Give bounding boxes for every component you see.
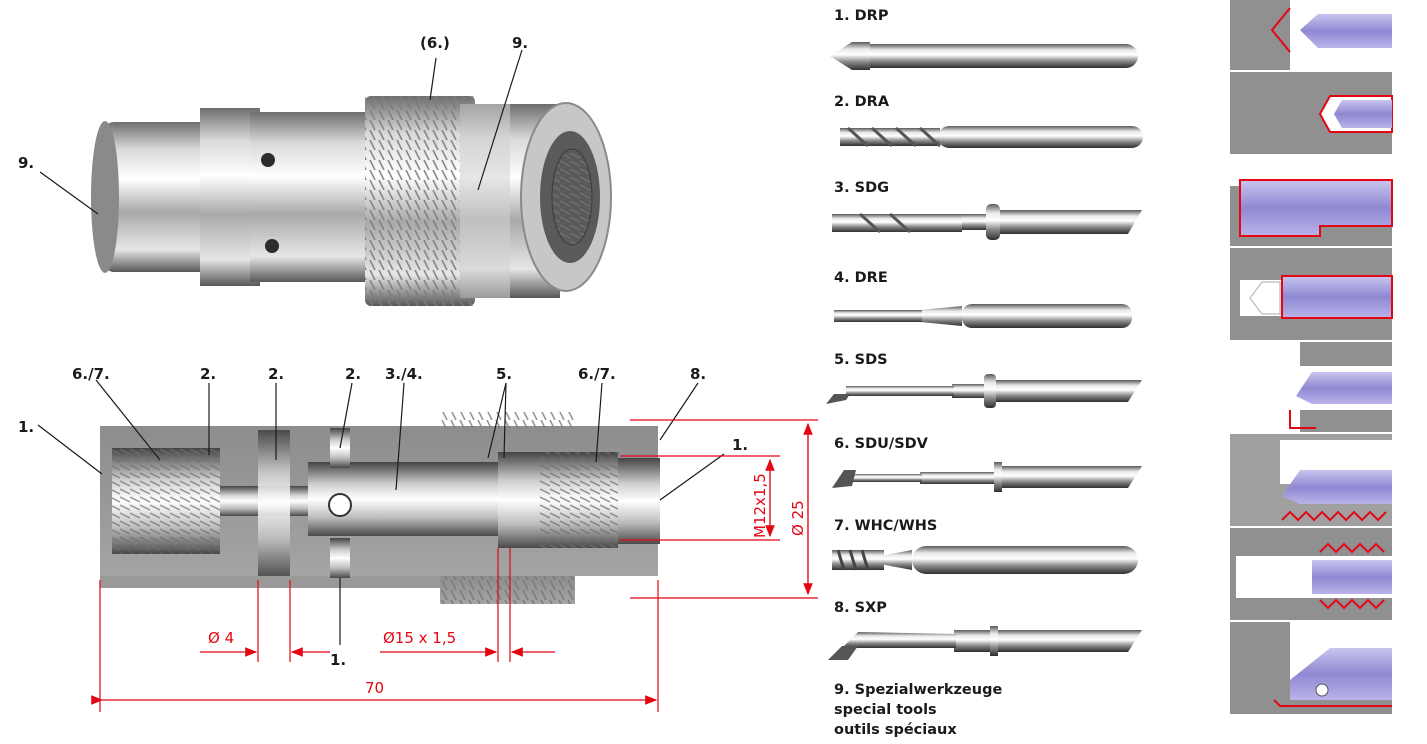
tool-label-7: 7. WHC/WHS <box>834 518 937 534</box>
section-view <box>100 412 660 604</box>
label-1-right: 1. <box>732 436 748 454</box>
top-leaders <box>39 49 523 215</box>
label-9-left: 9. <box>18 154 34 172</box>
part-3d-render <box>91 96 612 306</box>
special-tools-line3: outils spéciaux <box>834 722 957 738</box>
cross-hole-lower <box>265 239 279 253</box>
tool-label-5: 5. SDS <box>834 352 888 368</box>
process-icon-5 <box>1230 342 1392 432</box>
process-icon-2 <box>1230 72 1393 154</box>
tool-label-6: 6. SDU/SDV <box>834 436 929 452</box>
section-leaders <box>37 379 725 645</box>
process-icon-6 <box>1230 434 1392 526</box>
process-icon-1 <box>1230 0 1392 70</box>
process-icon-column <box>1230 0 1393 714</box>
special-tools-line1: 9. Spezialwerkzeuge <box>834 682 1002 698</box>
cross-hole-section <box>328 493 352 517</box>
tool-label-1: 1. DRP <box>834 8 889 24</box>
label-5: 5. <box>496 365 512 383</box>
tool-whc <box>832 546 1138 574</box>
special-tools-line2: special tools <box>834 702 937 718</box>
label-67-left: 6./7. <box>72 365 110 383</box>
dim-d25: Ø 25 <box>789 500 807 536</box>
dim-len70: 70 <box>365 679 384 697</box>
tool-label-8: 8. SXP <box>834 600 887 616</box>
process-icon-8 <box>1230 622 1392 714</box>
tool-sxp <box>828 626 1142 660</box>
tool-label-3: 3. SDG <box>834 180 889 196</box>
label-1-bottom: 1. <box>330 651 346 669</box>
process-icon-3 <box>1230 156 1393 246</box>
tool-label-4: 4. DRE <box>834 270 888 286</box>
label-1-left: 1. <box>18 418 34 436</box>
process-icon-4 <box>1230 248 1393 340</box>
label-2-c: 2. <box>345 365 361 383</box>
process-icon-7 <box>1230 528 1392 620</box>
dim-d15: Ø15 x 1,5 <box>383 629 456 647</box>
label-8: 8. <box>690 365 706 383</box>
label-2-a: 2. <box>200 365 216 383</box>
cross-hole-upper <box>261 153 275 167</box>
tool-list: 1. DRP 2. DRA 3. SDG 4. DRE 5. SDS <box>826 8 1143 738</box>
label-67-right: 6./7. <box>578 365 616 383</box>
outer-thread-bottom <box>440 576 575 604</box>
tool-label-2: 2. DRA <box>834 94 890 110</box>
label-6-thread: (6.) <box>420 34 450 52</box>
right-bore-end <box>618 458 660 544</box>
tool-sdg <box>832 204 1142 240</box>
label-2-b: 2. <box>268 365 284 383</box>
thread-flanks <box>365 96 475 306</box>
dimension-lines <box>91 419 818 712</box>
label-9-hex: 9. <box>512 34 528 52</box>
tool-drp <box>830 42 1138 70</box>
end-face-left <box>91 121 119 273</box>
dim-m12: M12x1,5 <box>751 473 769 538</box>
dim-d4: Ø 4 <box>208 629 234 647</box>
tool-sdu <box>832 462 1142 492</box>
label-34: 3./4. <box>385 365 423 383</box>
outer-thread-top <box>440 412 575 428</box>
tool-sds <box>826 374 1142 408</box>
cross-bore-4 <box>258 430 290 576</box>
tool-dra <box>840 126 1143 148</box>
tool-dre <box>834 304 1132 328</box>
body-cylinder <box>250 112 380 282</box>
